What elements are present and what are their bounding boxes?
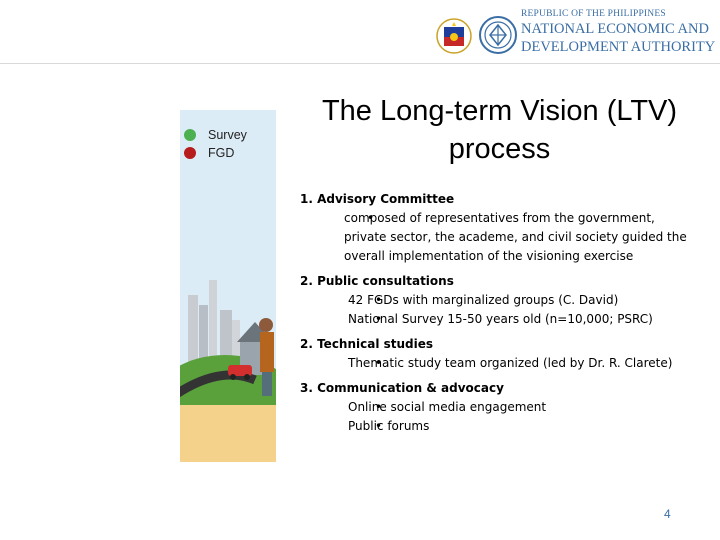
neda-logo-icon [479,16,517,54]
section-heading: 2. Public consultations [300,274,454,288]
bullet-text: 42 FGDs with marginalized groups (C. Dav… [348,293,619,307]
survey-dot-icon [184,129,196,141]
bullet-text: Thematic study team organized (led by Dr… [348,356,673,370]
bullet-list: •Thematic study team organized (led by D… [300,354,700,373]
community-illustration [180,110,276,462]
bullet-list: •composed of representatives from the go… [300,209,700,266]
legend: Survey FGD [184,126,247,162]
page-number: 4 [664,507,671,521]
section-public-consultations: 2. Public consultations •42 FGDs with ma… [300,272,700,329]
bullet-text: Public forums [348,419,430,433]
list-item: •National Survey 15-50 years old (n=10,0… [348,310,700,329]
agency-name: Republic of the Philippines National Eco… [521,9,715,56]
process-list: 1. Advisory Committee •composed of repre… [300,190,700,442]
legend-label: FGD [208,146,235,160]
bullet-list: •Online social media engagement •Public … [300,398,700,436]
slide-title: The Long-term Vision (LTV) process [321,95,678,165]
section-communication-advocacy: 3. Communication & advocacy •Online soci… [300,379,700,436]
bullet-text: National Survey 15-50 years old (n=10,00… [348,312,653,326]
bullet-text: composed of representatives from the gov… [344,211,687,263]
list-item: •Public forums [348,417,700,436]
bullet-text: Online social media engagement [348,400,547,414]
bullet-icon: • [375,293,383,307]
bullet-icon: • [375,400,383,414]
legend-item-fgd: FGD [184,144,247,162]
bullet-icon: • [367,211,375,225]
section-heading: 1. Advisory Committee [300,192,455,206]
bullet-icon: • [375,356,383,370]
section-technical-studies: 2. Technical studies •Thematic study tea… [300,335,700,373]
legend-label: Survey [208,128,247,142]
legend-item-survey: Survey [184,126,247,144]
section-heading: 3. Communication & advocacy [300,381,504,395]
bullet-icon: • [375,419,383,433]
philippine-seal-icon [436,18,472,54]
header-divider [0,63,720,64]
section-advisory-committee: 1. Advisory Committee •composed of repre… [300,190,700,266]
list-item: •composed of representatives from the go… [344,209,700,266]
bullet-list: •42 FGDs with marginalized groups (C. Da… [300,291,700,329]
agency-name-line-2: Development Authority [521,39,716,55]
bullet-icon: • [375,312,383,326]
list-item: •Online social media engagement [348,398,700,417]
list-item: •42 FGDs with marginalized groups (C. Da… [348,291,700,310]
fgd-dot-icon [184,147,196,159]
agency-name-line-1: National Economic and [521,21,709,37]
republic-label: Republic of the Philippines [521,9,666,19]
section-heading: 2. Technical studies [300,337,434,351]
list-item: •Thematic study team organized (led by D… [348,354,700,373]
